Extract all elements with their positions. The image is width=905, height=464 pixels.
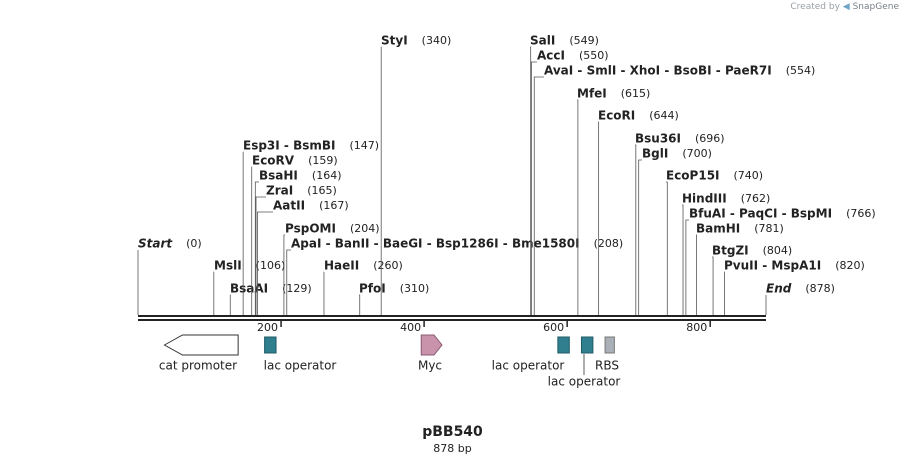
feature-promoter-arrow [163, 334, 239, 356]
feature-box [557, 336, 570, 354]
site-position: (554) [786, 64, 816, 77]
site-leader-line [283, 234, 285, 315]
site-name: PspOMI [285, 222, 336, 236]
site-name: BtgZI [712, 244, 749, 258]
feature-label: cat promoter [159, 359, 237, 373]
site-position: (260) [373, 259, 403, 272]
site-leader-line [666, 181, 668, 315]
site-leader-line [530, 46, 532, 315]
site-leader-line [359, 294, 361, 315]
site-position: (167) [319, 199, 349, 212]
site-name: PvuII - MspA1I [724, 259, 821, 273]
site-position: (762) [741, 192, 771, 205]
site-position: (164) [312, 169, 342, 182]
site-name: Start [138, 237, 173, 251]
ruler-tick-label: 400 [400, 321, 421, 334]
site-position: (165) [307, 184, 337, 197]
site-position: (615) [621, 87, 651, 100]
ruler-tick-label: 200 [257, 321, 278, 334]
site-leader-line [257, 211, 273, 315]
site-position: (310) [400, 282, 430, 295]
site-name: MfeI [577, 87, 607, 101]
credit-prefix: Created by [790, 2, 840, 12]
site-name: Bsu36I [635, 132, 681, 146]
plasmid-name: pBB540 [422, 424, 483, 440]
site-name: EcoRV [252, 154, 295, 168]
site-position: (766) [846, 207, 876, 220]
feature-tag-arrow [420, 334, 443, 356]
ruler-tick-label: 800 [686, 321, 707, 334]
site-leader-line [696, 234, 698, 315]
site-name: BamHI [696, 222, 740, 236]
site-position: (700) [682, 147, 712, 160]
site-leader-line [533, 76, 544, 315]
snapgene-logo-icon: ◀ [842, 2, 850, 12]
site-position: (740) [734, 169, 764, 182]
site-position: (781) [754, 222, 784, 235]
feature-label: Myc [418, 359, 442, 373]
site-leader-line [635, 144, 637, 315]
site-leader-line [255, 196, 266, 315]
site-name: Esp3I - BsmBI [243, 139, 335, 153]
feature-box [580, 336, 594, 354]
plasmid-length: 878 bp [433, 442, 472, 455]
site-name: HaeII [324, 259, 359, 273]
site-name: ApaI - BanII - BaeGI - Bsp1286I - Bme158… [291, 237, 580, 251]
site-leader-line [598, 121, 600, 315]
site-position: (549) [569, 34, 599, 47]
site-position: (204) [350, 222, 380, 235]
site-name: MslI [214, 259, 242, 273]
feature-label: RBS [595, 359, 619, 373]
site-position: (208) [594, 237, 624, 250]
site-name: AccI [537, 49, 565, 63]
site-leader-line [577, 99, 579, 315]
site-name: ZraI [266, 184, 293, 198]
site-leader-line [286, 249, 291, 315]
site-name: BsaHI [259, 169, 298, 183]
site-name: BfuAI - PaqCI - BspMI [689, 207, 832, 221]
feature-box [264, 336, 277, 354]
site-position: (804) [763, 244, 793, 257]
site-name: BsaAI [230, 282, 268, 296]
site-name: AatII [273, 199, 305, 213]
site-position: (550) [579, 49, 609, 62]
site-name: HindIII [682, 192, 727, 206]
feature-label: lac operator [548, 375, 621, 389]
site-position: (644) [649, 109, 679, 122]
site-position: (147) [349, 139, 379, 152]
site-leader-line [685, 219, 689, 315]
plasmid-map: 200 400 600 800 Start (0) MslI (106) BsaAI (129) E… [137, 34, 876, 389]
site-leader-line [530, 61, 537, 315]
site-name: SalI [530, 34, 555, 48]
feature-label: lac operator [492, 359, 565, 373]
site-position: (0) [186, 237, 202, 250]
site-name: BglI [642, 147, 668, 161]
site-position: (129) [282, 282, 312, 295]
site-name: PfoI [359, 282, 386, 296]
site-leader-line [682, 204, 684, 315]
site-leader-line [724, 271, 725, 315]
site-name: End [766, 282, 792, 296]
site-position: (340) [422, 34, 452, 47]
site-leader-line [638, 159, 642, 315]
site-position: (159) [308, 154, 338, 167]
site-position: (696) [695, 132, 725, 145]
feature-label: lac operator [264, 359, 337, 373]
snapgene-credit: Created by ◀ SnapGene [790, 2, 899, 12]
site-position: (106) [256, 259, 286, 272]
site-name: EcoRI [598, 109, 635, 123]
site-position: (820) [835, 259, 865, 272]
site-name: EcoP15I [666, 169, 720, 183]
site-position: (878) [805, 282, 835, 295]
credit-brand: SnapGene [852, 2, 899, 12]
site-name: AvaI - SmlI - XhoI - BsoBI - PaeR7I [544, 64, 772, 78]
site-leader-line [712, 256, 714, 315]
ruler-tick-label: 600 [543, 321, 564, 334]
site-name: StyI [381, 34, 408, 48]
site-leader-line [254, 181, 259, 315]
feature-box [604, 336, 615, 354]
